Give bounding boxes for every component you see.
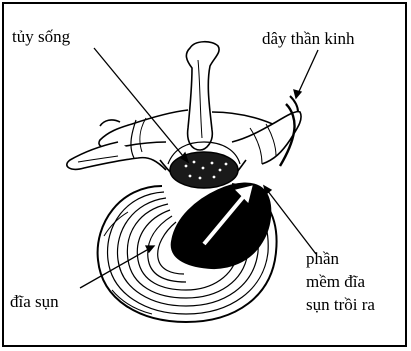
- label-spinal-cord: tủy sống: [12, 26, 70, 47]
- leader-nerve: [296, 50, 318, 98]
- label-herniation-line-3: sụn trồi ra: [306, 294, 375, 315]
- spinous-process: [186, 42, 219, 150]
- leader-herniation: [264, 186, 316, 254]
- label-disc: đĩa sụn: [10, 291, 59, 312]
- label-nerve: dây thần kinh: [262, 28, 355, 49]
- label-herniation-line-1: phần: [306, 248, 339, 269]
- spinal-cord: [170, 152, 238, 188]
- label-herniation-line-2: mềm đĩa: [306, 271, 365, 292]
